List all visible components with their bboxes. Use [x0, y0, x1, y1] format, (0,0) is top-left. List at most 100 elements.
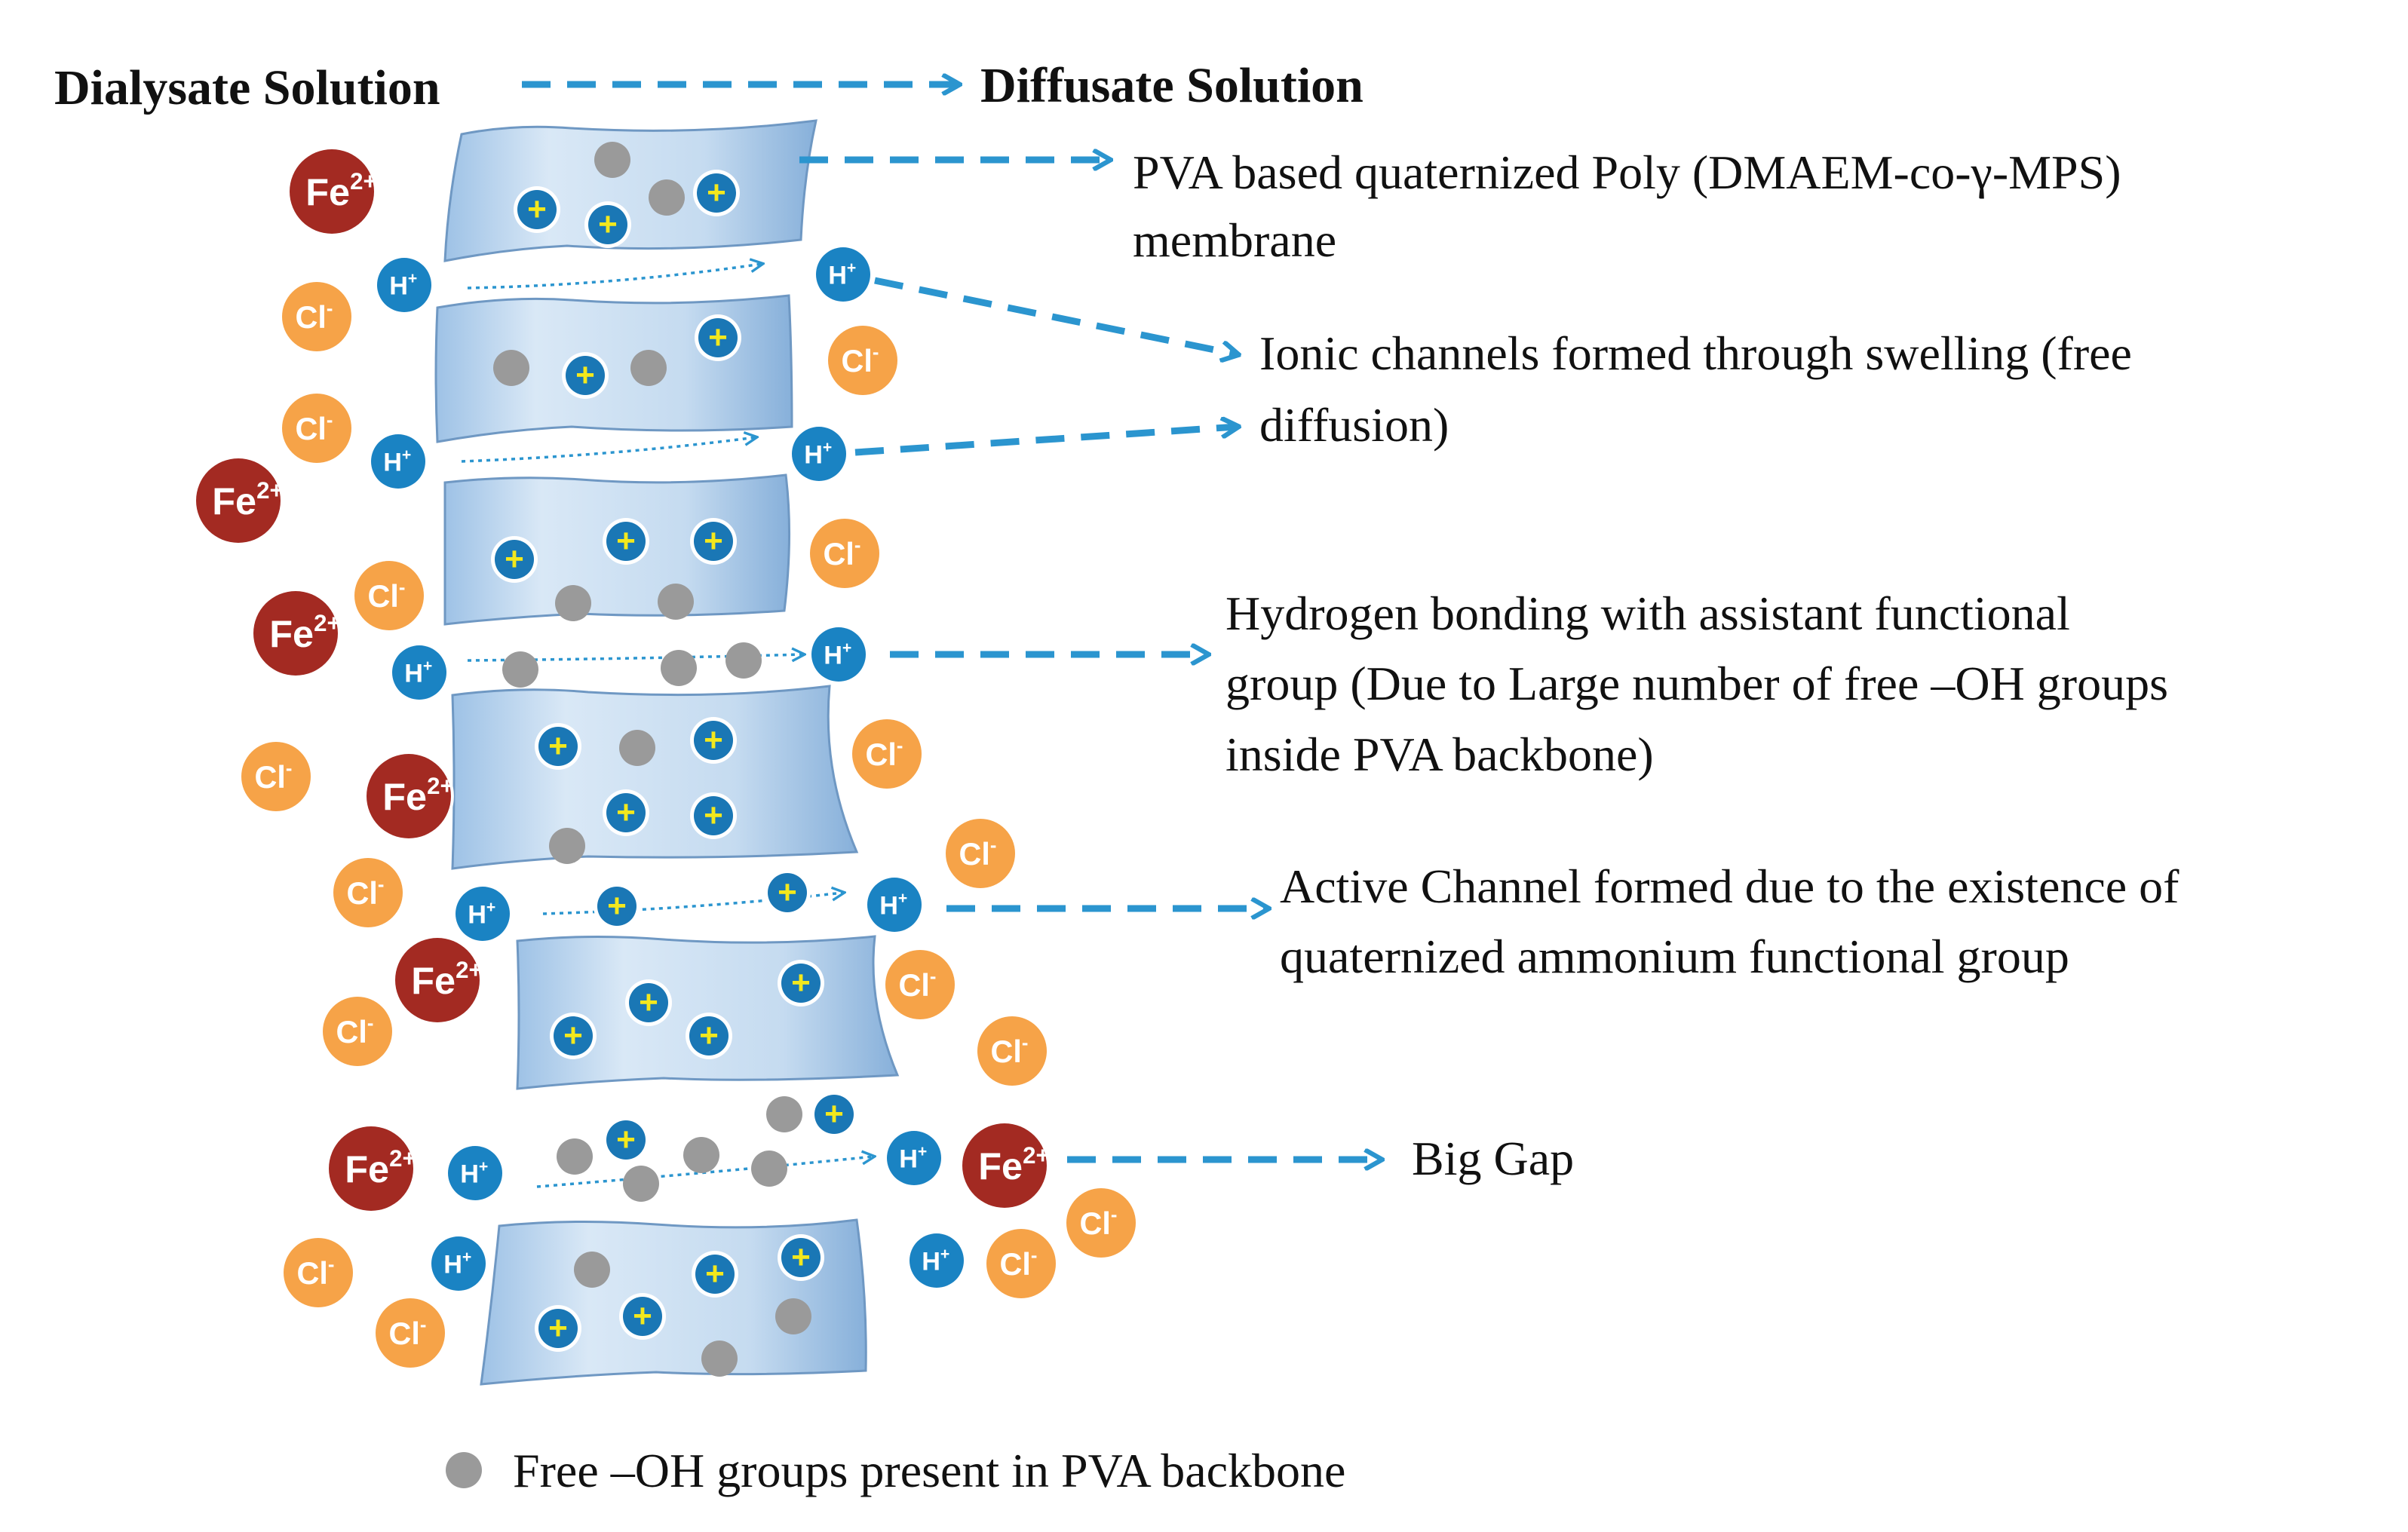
svg-text:+: + [575, 357, 595, 394]
positive-site: + [690, 792, 737, 839]
hydroxyl-group [725, 642, 762, 679]
h-ion: H+ [906, 1230, 967, 1291]
svg-text:+: + [778, 874, 797, 911]
membrane-layer [434, 119, 900, 1386]
cl-ion: Cl- [943, 816, 1018, 891]
h-ion: H+ [368, 431, 428, 492]
h-ion: H+ [445, 1143, 505, 1203]
svg-text:+: + [527, 191, 547, 228]
ion-layer: ++++++++++++++++++++++++Fe2+Fe2+Fe2+Fe2+… [193, 142, 1139, 1377]
svg-text:H+: H+ [404, 657, 432, 688]
cl-ion: Cl- [974, 1013, 1050, 1089]
svg-text:Cl-: Cl- [841, 342, 879, 378]
positive-site: + [690, 717, 737, 764]
svg-text:Cl-: Cl- [295, 410, 333, 446]
positive-site: + [594, 883, 640, 930]
hydroxyl-group [658, 584, 694, 620]
svg-text:Fe2+: Fe2+ [411, 957, 482, 1002]
hydroxyl-group [549, 828, 585, 864]
positive-site: + [778, 960, 824, 1007]
svg-text:+: + [824, 1095, 844, 1132]
cl-ion: Cl- [279, 391, 354, 466]
svg-text:Cl-: Cl- [865, 736, 903, 772]
svg-text:Fe2+: Fe2+ [345, 1145, 416, 1190]
svg-text:Cl-: Cl- [367, 578, 405, 614]
svg-text:Cl-: Cl- [295, 299, 333, 335]
h-ion: H+ [864, 875, 925, 935]
positive-site: + [764, 869, 811, 916]
svg-text:+: + [699, 1017, 719, 1054]
cl-ion: Cl- [238, 739, 314, 814]
fe2-ion: Fe2+ [250, 588, 341, 679]
hydroxyl-group [574, 1252, 610, 1288]
cl-ion: Cl- [849, 716, 925, 792]
svg-text:+: + [616, 794, 636, 831]
positive-site: + [778, 1234, 824, 1281]
positive-site: + [603, 1117, 649, 1163]
annotation-arrows [522, 84, 1380, 1160]
cl-ion: Cl- [807, 516, 882, 591]
dialysate-solution-label: Dialysate Solution [54, 60, 440, 115]
annotation-membrane: PVA based quaternized Poly (DMAEM-co-γ-M… [1133, 146, 2133, 267]
hydroxyl-group [649, 179, 685, 216]
svg-text:Fe2+: Fe2+ [382, 773, 453, 818]
svg-text:Cl-: Cl- [336, 1013, 373, 1049]
svg-text:+: + [708, 319, 728, 356]
positive-site: + [535, 723, 581, 770]
h-ion: H+ [428, 1233, 489, 1294]
svg-text:+: + [616, 1121, 636, 1158]
svg-text:Fe2+: Fe2+ [305, 168, 376, 213]
svg-text:+: + [598, 206, 618, 243]
fe2-ion: Fe2+ [392, 935, 483, 1025]
svg-text:+: + [607, 887, 627, 924]
svg-text:Cl-: Cl- [990, 1033, 1028, 1069]
hydroxyl-group [619, 730, 655, 766]
svg-text:H+: H+ [389, 270, 417, 300]
svg-text:Fe2+: Fe2+ [269, 610, 340, 655]
h-ion: H+ [884, 1128, 944, 1188]
svg-text:H+: H+ [828, 259, 856, 290]
h-ion: H+ [452, 884, 513, 944]
hydroxyl-group [630, 350, 667, 386]
hydroxyl-group [683, 1137, 719, 1173]
positive-site: + [535, 1305, 581, 1352]
svg-text:+: + [548, 728, 568, 764]
membrane-segment [434, 294, 793, 443]
svg-text:H+: H+ [922, 1246, 949, 1276]
svg-text:H+: H+ [804, 439, 832, 469]
annotation-active-channel: Active Channel formed due to the existen… [1280, 859, 2191, 983]
membrane-segment [516, 935, 900, 1090]
annotation-big-gap: Big Gap [1412, 1132, 1574, 1185]
cl-ion: Cl- [330, 855, 406, 930]
annotation-ionic-channels: Ionic channels formed through swelling (… [1259, 326, 2144, 452]
cl-ion: Cl- [1063, 1185, 1139, 1261]
channel-diffusion-arrow [467, 264, 762, 290]
positive-site: + [811, 1091, 857, 1138]
annotation-arrow [874, 277, 1237, 354]
svg-text:H+: H+ [443, 1249, 471, 1279]
svg-text:+: + [791, 964, 811, 1001]
svg-text:+: + [633, 1298, 652, 1334]
hydroxyl-group [661, 650, 697, 686]
fe2-ion: Fe2+ [193, 455, 284, 546]
svg-text:+: + [563, 1017, 583, 1054]
h-ion: H+ [389, 642, 449, 703]
annotation-hydrogen-bonding: Hydrogen bonding with assistant function… [1225, 587, 2180, 781]
svg-text:Fe2+: Fe2+ [978, 1142, 1049, 1187]
svg-text:+: + [707, 174, 726, 211]
positive-site: + [584, 201, 631, 248]
positive-site: + [562, 352, 609, 399]
legend-hydroxyl-marker [446, 1452, 482, 1488]
h-ion: H+ [374, 255, 434, 315]
svg-text:H+: H+ [383, 446, 411, 476]
hydroxyl-group [555, 585, 591, 621]
positive-site: + [625, 979, 672, 1026]
cl-ion: Cl- [281, 1235, 356, 1310]
svg-text:+: + [704, 797, 723, 834]
hydroxyl-group [502, 651, 538, 688]
svg-text:Cl-: Cl- [346, 875, 384, 911]
cl-ion: Cl- [983, 1226, 1059, 1301]
h-ion: H+ [808, 624, 869, 685]
hydroxyl-group [701, 1340, 738, 1377]
h-ion: H+ [813, 244, 873, 305]
